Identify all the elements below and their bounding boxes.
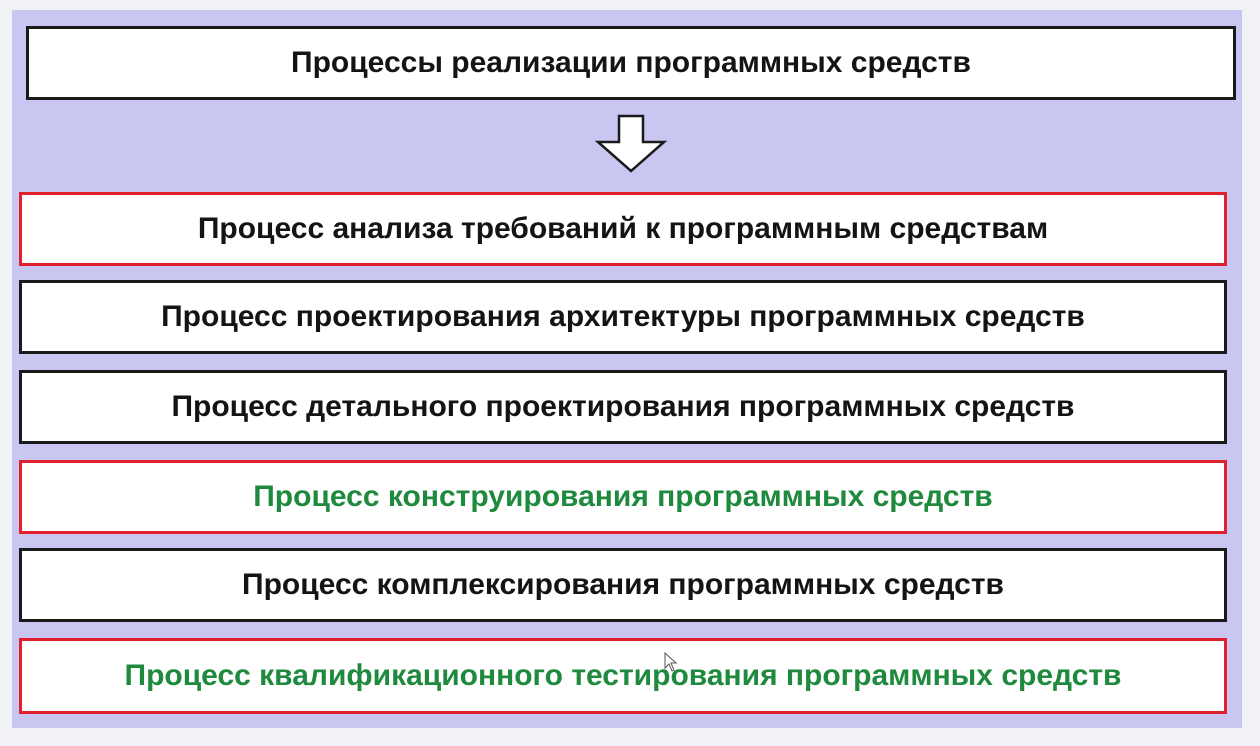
process-label: Процесс квалификационного тестирования п… bbox=[124, 659, 1122, 692]
process-box-integration: Процесс комплексирования программных сре… bbox=[19, 548, 1227, 622]
process-box-construction: Процесс конструирования программных сред… bbox=[19, 460, 1227, 534]
process-label: Процесс проектирования архитектуры прогр… bbox=[161, 300, 1085, 333]
process-label: Процесс конструирования программных сред… bbox=[253, 480, 993, 513]
implementation-processes-title: Процессы реализации программных средств bbox=[291, 46, 971, 79]
implementation-processes-title-box: Процессы реализации программных средств bbox=[26, 26, 1236, 100]
process-box-architecture-design: Процесс проектирования архитектуры прогр… bbox=[19, 280, 1227, 354]
process-label: Процесс анализа требований к программным… bbox=[197, 212, 1049, 245]
process-label: Процесс комплексирования программных сре… bbox=[242, 568, 1004, 601]
down-arrow-icon bbox=[594, 114, 668, 173]
process-box-qualification-testing: Процесс квалификационного тестирования п… bbox=[19, 638, 1227, 714]
process-box-detailed-design: Процесс детального проектирования програ… bbox=[19, 370, 1227, 444]
process-box-requirements-analysis: Процесс анализа требований к программным… bbox=[19, 192, 1227, 266]
process-label: Процесс детального проектирования програ… bbox=[171, 390, 1075, 423]
slide-canvas: Процессы реализации программных средств … bbox=[12, 10, 1242, 728]
mouse-pointer-icon bbox=[664, 652, 678, 672]
